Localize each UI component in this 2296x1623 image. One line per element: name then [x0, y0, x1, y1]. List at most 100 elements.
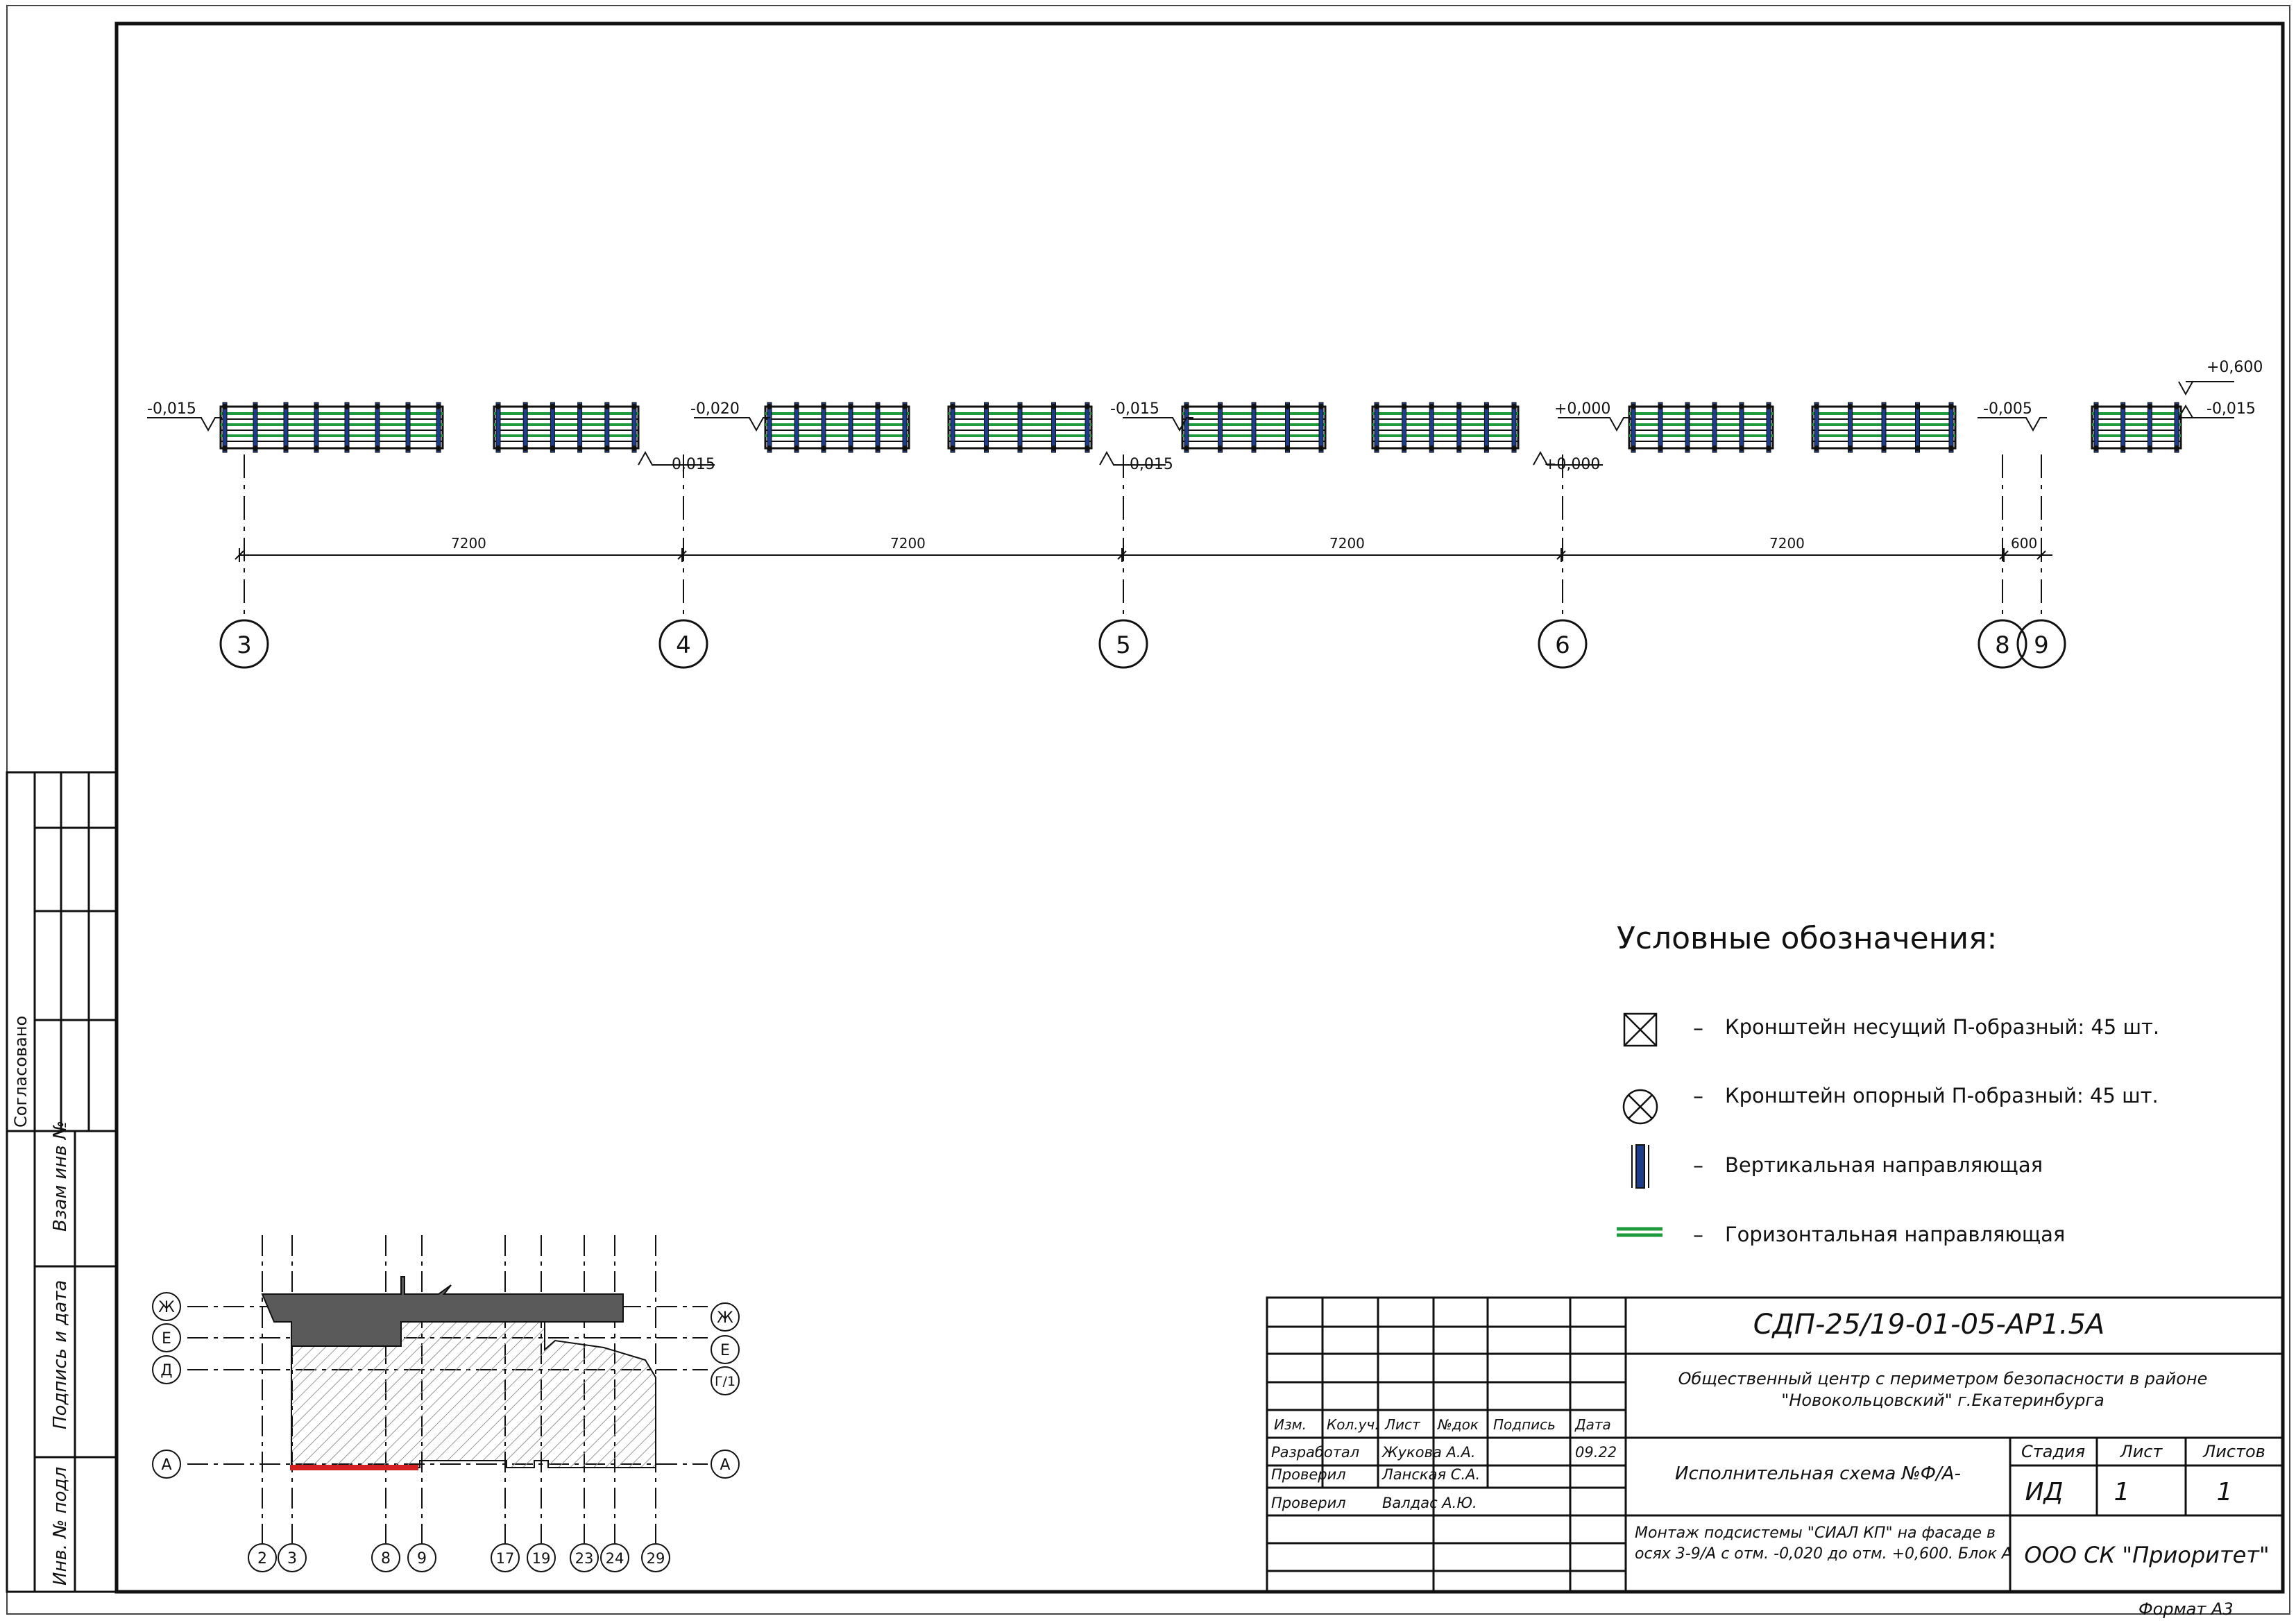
keyplan-col-19: 19 [527, 1543, 556, 1572]
dim-2: 7200 [890, 535, 926, 552]
elev-5: -0,015 [1124, 456, 1173, 473]
elev-8: -0,005 [1983, 400, 2032, 418]
sheet-value: 1 [2114, 1478, 2130, 1506]
building-hatched-zone [291, 1321, 656, 1468]
project-line-1: Общественный центр с периметром безопасн… [1678, 1369, 2208, 1388]
svg-text:3: 3 [287, 1550, 297, 1567]
agreed-label: Согласовано [11, 1016, 31, 1128]
legend-text-4: Горизонтальная направляющая [1725, 1223, 2065, 1246]
bracket-bearing-icon [1623, 1012, 1658, 1047]
vertical-guide-icon [1631, 1144, 1649, 1189]
legend-title: Условные обозначения: [1617, 921, 1997, 956]
side-stamp [6, 771, 118, 1593]
svg-text:8: 8 [1995, 631, 2010, 659]
keyplan-col-23: 23 [570, 1543, 599, 1572]
svg-text:23: 23 [575, 1550, 594, 1567]
legend-dash-1: – [1693, 1017, 1703, 1041]
facade-panel-6 [1371, 402, 1520, 453]
keyplan-row-left-e: Е [152, 1323, 181, 1352]
elev-4: -0,015 [1110, 400, 1159, 418]
keyplan-row-right-a: А [711, 1450, 740, 1479]
axis-bubble-8: 8 [1978, 619, 2027, 669]
elev-1: -0,015 [147, 400, 196, 418]
key-plan [187, 1235, 708, 1543]
format-label: Формат А3 [2138, 1599, 2234, 1619]
inv-replace-label: Взам инв № [50, 1121, 71, 1232]
name-2: Ланская С.А. [1381, 1466, 1480, 1483]
hdr-kol: Кол.уч. [1327, 1416, 1379, 1433]
svg-text:5: 5 [1116, 631, 1131, 659]
axis-bubble-6: 6 [1538, 619, 1588, 669]
hdr-podp: Подпись [1493, 1416, 1556, 1433]
svg-text:8: 8 [381, 1550, 391, 1567]
desc-line-2: осях 3-9/А с отм. -0,020 до отм. +0,600.… [1635, 1545, 2012, 1563]
svg-text:А: А [161, 1456, 171, 1474]
svg-text:9: 9 [417, 1550, 427, 1567]
svg-text:9: 9 [2034, 631, 2049, 659]
facade-panel-4 [947, 402, 1093, 453]
svg-text:Е: Е [162, 1330, 171, 1348]
svg-text:Ж: Ж [717, 1309, 733, 1327]
stage-label: Стадия [2021, 1442, 2085, 1461]
keyplan-col-9: 9 [407, 1543, 436, 1572]
facade-panel-9 [2091, 402, 2182, 453]
dim-5: 600 [2011, 535, 2037, 552]
svg-text:6: 6 [1555, 631, 1570, 659]
building-dark-zone [261, 1276, 624, 1347]
hdr-izm: Изм. [1274, 1416, 1307, 1433]
hdr-list: Лист [1384, 1416, 1421, 1433]
svg-text:Г/1: Г/1 [715, 1374, 735, 1389]
facade-panel-3 [764, 402, 910, 453]
dim-1: 7200 [451, 535, 486, 552]
elev-3: -0,020 [690, 400, 740, 418]
sign-date-label: Подпись и дата [50, 1280, 71, 1429]
project-line-2: "Новокольцовский" г.Екатеринбурга [1781, 1391, 2104, 1410]
keyplan-col-3: 3 [278, 1543, 307, 1572]
elev-6: +0,000 [1554, 400, 1610, 418]
doc-code: СДП-25/19-01-05-АР1.5А [1753, 1309, 2105, 1341]
facade-panel-7 [1628, 402, 1774, 453]
legend-dash-2: – [1693, 1085, 1703, 1109]
date-1: 09.22 [1575, 1444, 1617, 1461]
stage-value: ИД [2025, 1478, 2063, 1506]
axis-lines [244, 454, 2042, 620]
keyplan-row-right-zh: Ж [711, 1302, 740, 1332]
doc-title: Исполнительная схема №Ф/А- [1675, 1463, 1961, 1484]
elev-2: -0,015 [666, 456, 715, 473]
svg-text:17: 17 [496, 1550, 515, 1567]
svg-text:4: 4 [676, 631, 691, 659]
svg-text:19: 19 [532, 1550, 551, 1567]
sheets-label: Листов [2202, 1442, 2265, 1461]
svg-text:Д: Д [160, 1362, 172, 1379]
sheet-label: Лист [2120, 1442, 2163, 1461]
facade-panel-2 [493, 402, 640, 453]
title-block-grid [1266, 1296, 2284, 1593]
facade-subsystem [219, 402, 2182, 453]
svg-text:2: 2 [257, 1550, 267, 1567]
axis-bubble-5: 5 [1098, 619, 1148, 669]
horizontal-guide-icon [1617, 1227, 1663, 1237]
keyplan-row-left-d: Д [152, 1355, 181, 1384]
legend-text-2: Кронштейн опорный П-образный: 45 шт. [1725, 1084, 2159, 1107]
legend-text-3: Вертикальная направляющая [1725, 1153, 2043, 1177]
axis-bubble-3: 3 [219, 619, 269, 669]
svg-text:А: А [720, 1456, 730, 1474]
svg-text:3: 3 [237, 631, 252, 659]
role-2: Проверил [1271, 1466, 1346, 1483]
keyplan-row-right-e: Е [711, 1335, 740, 1364]
svg-text:24: 24 [606, 1550, 624, 1567]
inv-orig-label: Инв. № подл [50, 1467, 71, 1586]
bracket-support-icon [1622, 1089, 1658, 1125]
dimension-line [235, 548, 2052, 562]
svg-text:29: 29 [647, 1550, 665, 1567]
desc-line-1: Монтаж подсистемы "СИАЛ КП" на фасаде в [1635, 1524, 1996, 1542]
keyplan-row-left-a: А [152, 1450, 181, 1479]
elev-10: -0,015 [2206, 400, 2256, 418]
hdr-data: Дата [1574, 1416, 1611, 1433]
name-1: Жукова А.А. [1381, 1444, 1476, 1461]
keyplan-col-8: 8 [371, 1543, 400, 1572]
keyplan-col-29: 29 [641, 1543, 670, 1572]
name-3: Валдас А.Ю. [1382, 1495, 1477, 1511]
keyplan-col-24: 24 [600, 1543, 629, 1572]
